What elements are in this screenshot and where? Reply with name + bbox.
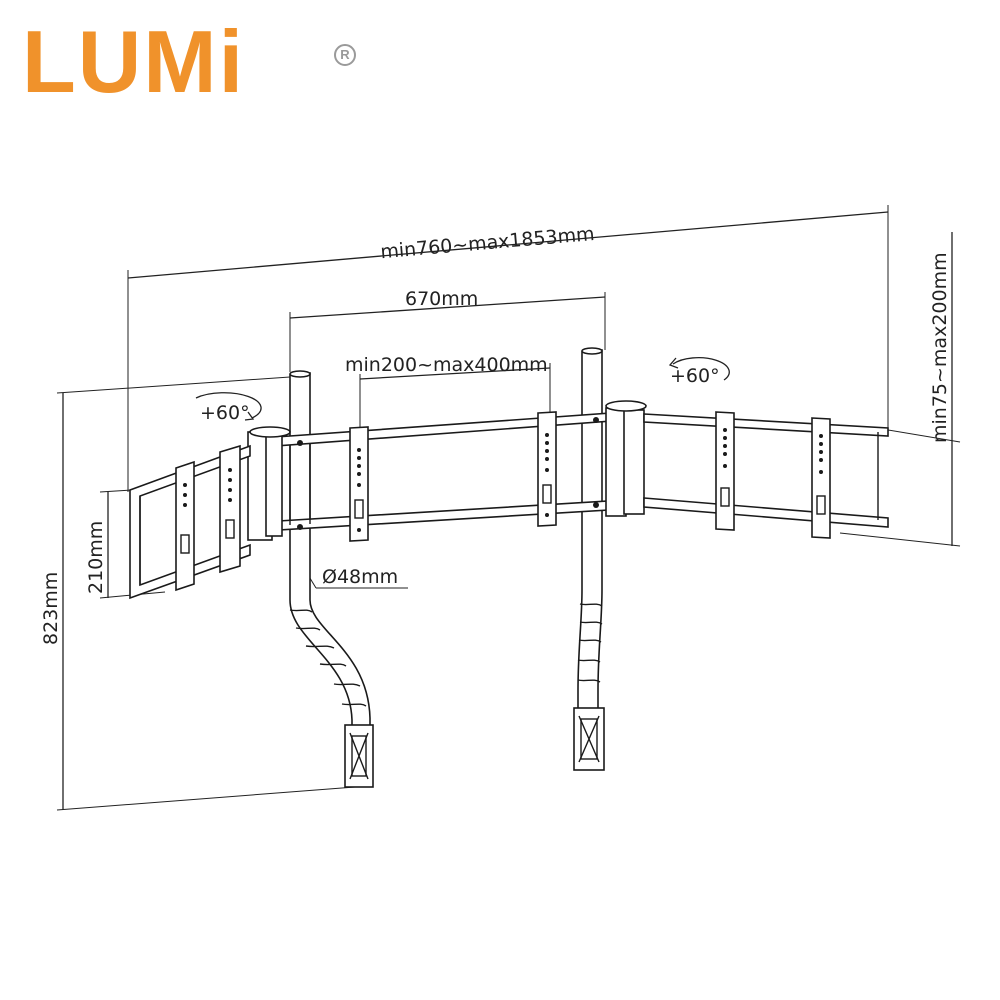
- left-rotation-indicator: +60°: [195, 392, 262, 424]
- arm-range-label: min200~max400mm: [345, 354, 548, 376]
- frame-height-label: 210mm: [85, 521, 107, 594]
- registered-trademark-icon: R: [334, 44, 356, 66]
- right-rotation-indicator: +60°: [668, 357, 730, 387]
- pole-diameter-label: Ø48mm: [322, 566, 398, 588]
- center-crossbar: [261, 411, 626, 532]
- left-hinge: [247, 426, 291, 541]
- right-hinge: [605, 400, 647, 517]
- right-pole: [573, 347, 605, 771]
- total-width-label: min760~max1853mm: [379, 223, 595, 263]
- center-bracket-right: [537, 411, 557, 527]
- lumi-logo: LUMi R: [22, 12, 356, 111]
- total-height-label: 823mm: [40, 572, 62, 645]
- logo-wordmark: LUMi: [22, 12, 246, 111]
- right-swing-frame: [643, 411, 889, 539]
- dimension-lines: [56, 205, 961, 811]
- height-offset-label: min75~max200mm: [929, 252, 951, 443]
- right-rotation-label: +60°: [670, 365, 720, 387]
- center-bracket-left: [349, 426, 369, 542]
- pole-spacing-label: 670mm: [405, 288, 478, 310]
- left-rotation-label: +60°: [200, 402, 250, 424]
- left-swing-frame: [129, 444, 251, 600]
